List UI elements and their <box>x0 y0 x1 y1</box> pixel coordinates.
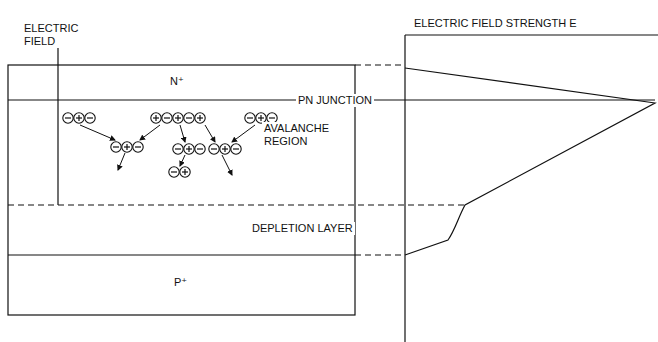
junction-label: PN JUNCTION <box>296 94 374 107</box>
region-label: P⁺ <box>172 276 189 289</box>
region-label: DEPLETION LAYER <box>250 222 355 235</box>
axis-title: ELECTRIC FIELD STRENGTH E <box>412 17 579 30</box>
region-label: AVALANCHE REGION <box>262 122 346 148</box>
field-label: ELECTRIC FIELD <box>22 22 96 48</box>
region-label: N⁺ <box>168 75 186 88</box>
